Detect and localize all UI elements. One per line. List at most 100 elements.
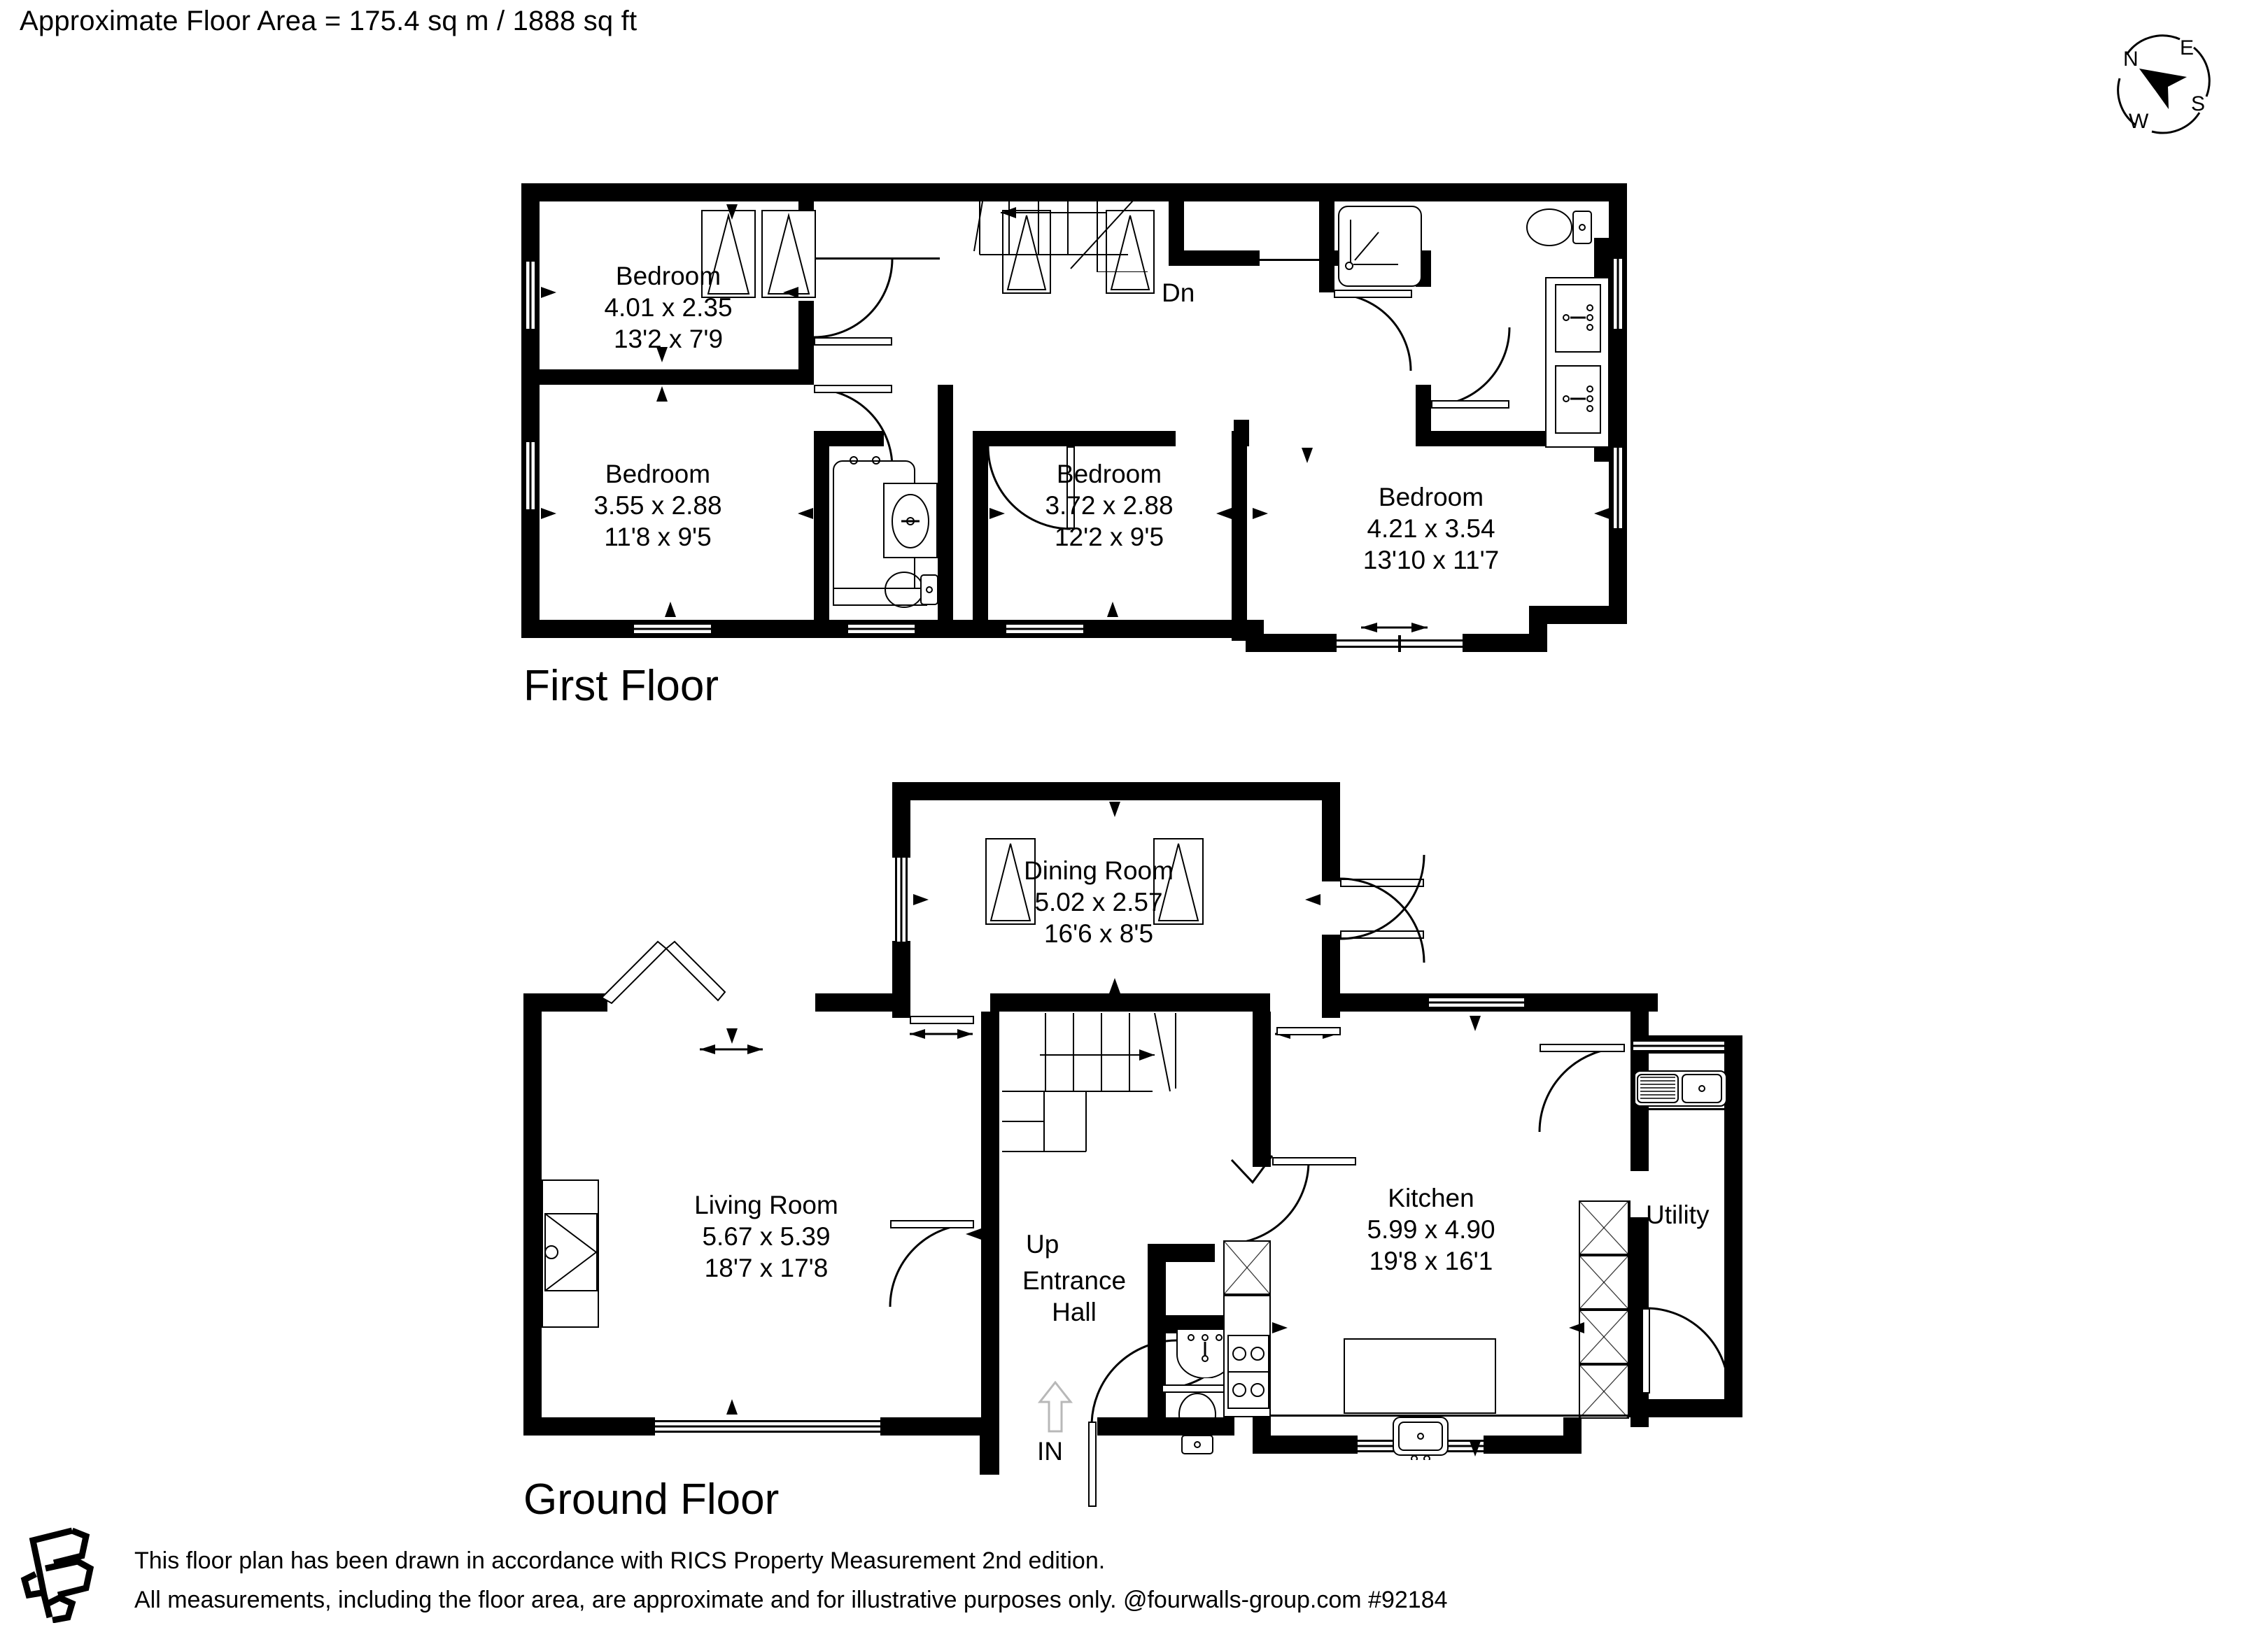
wall-stairwell-bottom [1169, 250, 1260, 266]
compass-label-e: E [2180, 36, 2194, 59]
room-label-utility: Utility [1646, 1200, 1710, 1229]
room-name: Bedroom [1056, 460, 1162, 488]
entrance-arrow-icon [1037, 1380, 1073, 1433]
room-label-bedroom-3: Bedroom 3.72 x 2.88 12'2 x 9'5 [1004, 458, 1214, 553]
wall-hall-right-upper [1253, 1012, 1271, 1167]
room-dim-imperial: 13'10 x 11'7 [1362, 546, 1500, 575]
kitchen-unit-right-4 [1579, 1364, 1629, 1419]
wall-utility-right [1724, 1035, 1742, 1417]
french-doors-living [600, 930, 777, 1025]
window-bedroom3-bottom [1006, 623, 1083, 635]
stairs-up-label: Up [1026, 1230, 1059, 1259]
kitchen-counter-line-right [1628, 1200, 1630, 1417]
first-floor-title: First Floor [523, 662, 719, 710]
kitchen-unit-right-3 [1579, 1310, 1629, 1364]
room-dim-metric: 4.01 x 2.35 [604, 293, 733, 323]
window-ensuite-right-upper [1612, 259, 1624, 329]
room-label-bedroom-1: Bedroom 4.01 x 2.35 13'2 x 7'9 [563, 260, 773, 355]
wall-dining-top [892, 782, 1340, 800]
roof-window-bedroom1-a [701, 210, 756, 302]
door-utility-kitchen-leaf[interactable] [1540, 1044, 1625, 1052]
window-bedroom1-left [524, 262, 537, 329]
wall-hall-step [1234, 420, 1249, 446]
dim-tick [982, 1125, 998, 1136]
door-kitchen-hall-leaf[interactable] [1272, 1157, 1356, 1165]
wall-living-top-right [815, 993, 910, 1012]
room-label-bedroom-4: Bedroom 4.21 x 3.54 13'10 x 11'7 [1319, 481, 1543, 576]
opening-marker-living [910, 1016, 974, 1024]
door-bedroom2-leaf[interactable] [814, 385, 892, 393]
dim-tick [726, 204, 738, 220]
wall-master-bay-bottom-right [1463, 634, 1547, 652]
door-ensuite-leaf[interactable] [1431, 400, 1509, 409]
wall-dining-left [892, 782, 910, 858]
fourwalls-logo-icon [20, 1527, 94, 1624]
dim-tick [1305, 894, 1320, 905]
door-living-room-leaf[interactable] [890, 1220, 974, 1228]
ground-floor-title: Ground Floor [523, 1475, 780, 1524]
dim-tick [966, 1228, 981, 1240]
basin-ensuite-1-taps [1562, 301, 1598, 338]
room-name: Bedroom [1378, 483, 1484, 511]
dim-tick [541, 287, 556, 298]
wall-ensuite-partition [1594, 238, 1611, 280]
door-bedroom1-leaf[interactable] [814, 337, 892, 346]
room-dim-imperial: 13'2 x 7'9 [613, 325, 724, 354]
wall-wc-top [1148, 1244, 1215, 1262]
stairs-down-label: Dn [1162, 278, 1195, 307]
window-living-bottom [655, 1420, 880, 1433]
door-bedroom3-leaf[interactable] [1066, 446, 1075, 529]
room-dim-imperial: 11'8 x 9'5 [604, 523, 712, 552]
staircase-up-icon [1002, 1012, 1176, 1152]
wall-exterior-left [521, 183, 540, 638]
toilet-wc [1173, 1392, 1222, 1463]
door-bedroom4-leaf[interactable] [1334, 290, 1412, 298]
room-dim-metric: 3.72 x 2.88 [1045, 491, 1174, 520]
wall-wc-left [1148, 1244, 1166, 1436]
wall-stairwell-right [1169, 183, 1184, 259]
window-bedroom4-right [1612, 448, 1624, 528]
dim-tick [1253, 508, 1268, 519]
utility-counter-line-left [1633, 1065, 1635, 1110]
door-utility-exterior-leaf[interactable] [1642, 1308, 1650, 1394]
ground-floor-annotations [700, 1029, 1338, 1054]
room-label-entrance-hall: Entrance Hall [987, 1265, 1162, 1328]
dim-tick [656, 347, 668, 362]
roof-window-dining-b [1153, 838, 1204, 928]
window-dining-left [895, 858, 908, 942]
door-front-leaf[interactable] [1088, 1422, 1097, 1507]
wall-landing-right-upper [1319, 250, 1334, 292]
window-kitchen-top [1429, 996, 1524, 1009]
roof-window-landing-a [1002, 210, 1051, 297]
compass-label-w: W [2129, 110, 2149, 133]
toilet-bathroom [883, 567, 942, 616]
wall-bedroom3-top [973, 431, 1176, 446]
dim-tick [1109, 978, 1120, 993]
footer-disclaimer-line-1: This floor plan has been drawn in accord… [134, 1547, 1106, 1574]
shower-detail [1338, 206, 1425, 293]
kitchen-sink [1393, 1417, 1449, 1464]
ground-floor-plan: Dining Room 5.02 x 2.57 16'6 x 8'5 [0, 0, 2268, 1483]
roof-window-landing-b [1106, 210, 1155, 297]
landing-threshold [814, 257, 940, 260]
wall-bathroom-right [938, 385, 953, 638]
utility-sink [1633, 1070, 1727, 1110]
wall-living-right [981, 1012, 999, 1436]
dim-tick [1302, 448, 1313, 463]
room-name-line2: Hall [1052, 1298, 1097, 1327]
compass-label-s: S [2191, 92, 2205, 115]
wall-ground-top-left [523, 993, 607, 1012]
kitchen-unit-right-2 [1579, 1255, 1629, 1310]
room-label-kitchen: Kitchen 5.99 x 4.90 19'8 x 16'1 [1316, 1182, 1547, 1277]
wall-kitchen-bottom-step [1563, 1417, 1582, 1436]
wall-exterior-top [521, 183, 1627, 201]
kitchen-unit-hall-side [1223, 1240, 1271, 1295]
understairs-marker [1230, 1155, 1274, 1184]
wall-interior-spine-left [521, 369, 814, 385]
dim-tick [1470, 1016, 1481, 1031]
compass-icon: N E S W [2117, 34, 2211, 134]
wall-ensuite-right-jamb [1416, 385, 1431, 446]
staircase-up [1002, 1012, 1198, 1174]
window-utility-top [1633, 1040, 1724, 1052]
window-bathroom-bottom [848, 623, 915, 635]
